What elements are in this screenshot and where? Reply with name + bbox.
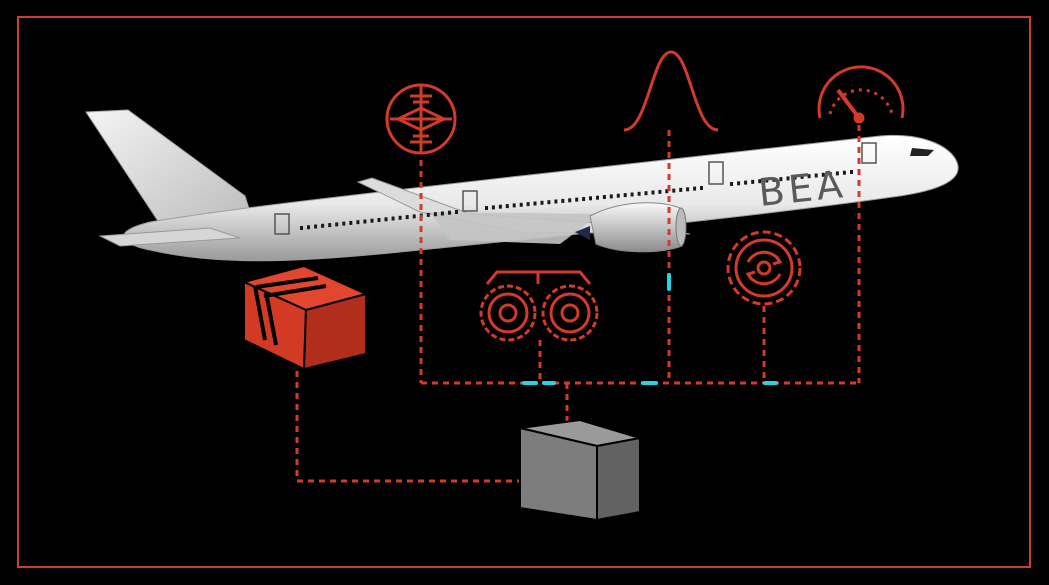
cabin-window <box>644 191 648 196</box>
cabin-window <box>448 210 451 215</box>
airplane: BEA <box>85 109 959 262</box>
cabin-window <box>526 202 530 207</box>
wing-root-fairing <box>430 212 600 244</box>
engine-gear-icon <box>726 230 802 306</box>
door <box>708 161 724 185</box>
cabin-window <box>693 186 697 191</box>
cabin-window <box>426 212 430 217</box>
cabin-window <box>772 177 776 182</box>
cabin-window <box>686 187 690 192</box>
cabin-window <box>356 220 360 225</box>
cabin-window <box>547 200 551 205</box>
cabin-window <box>314 224 318 229</box>
landing-gear-wheels-icon <box>479 270 599 342</box>
cabin-window <box>589 196 592 201</box>
cabin-window <box>433 212 437 217</box>
cabin-window <box>519 202 523 207</box>
cabin-window <box>737 181 741 186</box>
cabin-window <box>835 171 839 176</box>
cabin-window <box>491 205 495 210</box>
cabin-window <box>349 220 353 225</box>
cabin-window <box>828 172 832 177</box>
cabin-window <box>807 174 811 179</box>
cabin-window <box>405 215 409 220</box>
cabin-window <box>779 177 783 182</box>
cabin-window <box>616 193 620 198</box>
bell-curve-icon <box>623 50 719 132</box>
cabin-window <box>850 170 853 174</box>
cabin-window <box>700 186 703 190</box>
cabin-window <box>630 192 634 197</box>
cabin-window <box>512 203 516 208</box>
cockpit-window <box>910 148 934 156</box>
livery-text: BEA <box>756 162 848 215</box>
attitude-indicator-icon <box>385 83 457 155</box>
speedometer-icon <box>817 65 905 124</box>
cabin-window <box>300 226 303 230</box>
cabin-window <box>328 223 332 228</box>
cabin-window <box>554 199 558 204</box>
door <box>462 190 478 212</box>
wiring <box>295 125 861 483</box>
cabin-windows <box>300 170 853 230</box>
cabin-window <box>377 218 381 222</box>
horizontal-stabilizer <box>98 227 241 247</box>
cabin-window <box>370 218 374 223</box>
cabin-window <box>335 222 339 227</box>
cabin-window <box>672 188 676 193</box>
cockpit-voice-recorder-box <box>241 264 369 371</box>
cabin-window <box>533 201 537 206</box>
cabin-window <box>582 197 586 201</box>
cabin-window <box>505 204 509 209</box>
cabin-window <box>730 182 733 186</box>
diagram-frame <box>17 16 1031 568</box>
cabin-window <box>609 194 613 199</box>
cabin-window <box>751 179 755 184</box>
cabin-window <box>307 225 310 230</box>
engine-exhaust <box>575 226 590 240</box>
cabin-window <box>793 175 797 180</box>
cabin-window <box>821 172 825 177</box>
cabin-window <box>321 223 325 228</box>
cabin-window <box>602 195 606 199</box>
cabin-window <box>540 200 544 205</box>
cabin-window <box>455 210 458 214</box>
cabin-window <box>561 198 565 203</box>
cabin-window <box>440 211 444 216</box>
engine-intake <box>675 207 687 247</box>
cabin-window <box>679 187 683 192</box>
cabin-window <box>498 204 502 209</box>
cabin-window <box>623 193 627 198</box>
cabin-window <box>744 180 748 185</box>
door <box>274 213 290 235</box>
cabin-window <box>814 173 818 178</box>
cabin-window <box>665 189 669 194</box>
cabin-window <box>596 195 599 200</box>
cabin-window <box>398 215 402 220</box>
cabin-window <box>412 214 416 219</box>
cabin-window <box>568 198 572 203</box>
cabin-window <box>363 219 367 224</box>
cabin-window <box>651 190 655 195</box>
cabin-window <box>485 206 488 210</box>
vertical-stabilizer <box>85 109 251 225</box>
cabin-window <box>758 179 762 184</box>
cabin-window <box>658 189 662 194</box>
signals <box>522 273 778 385</box>
door <box>861 142 877 164</box>
cabin-window <box>765 178 769 183</box>
cabin-window <box>342 221 346 226</box>
wire-cvr-to-fdr <box>295 360 520 483</box>
cabin-window <box>637 191 641 196</box>
cabin-window <box>575 197 579 202</box>
cabin-window <box>842 170 846 175</box>
cabin-window <box>786 176 790 181</box>
cabin-window <box>800 174 804 179</box>
cabin-window <box>391 216 395 221</box>
fuselage <box>123 134 959 262</box>
cabin-window <box>384 217 388 222</box>
flight-data-recorder-box <box>519 418 641 522</box>
